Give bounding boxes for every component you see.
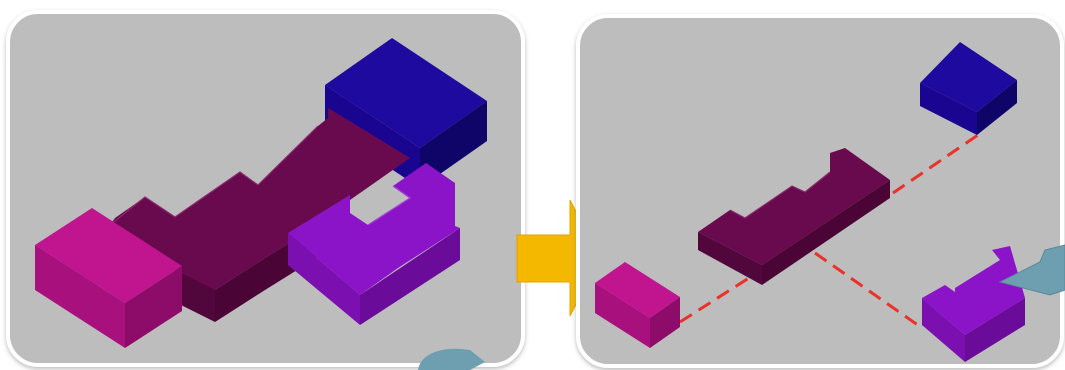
pointer-arrow-icon bbox=[998, 244, 1065, 296]
violet-notched-block bbox=[922, 246, 1025, 362]
assembled-panel bbox=[6, 10, 525, 370]
dashed-connector-lines bbox=[679, 133, 979, 330]
large-magenta-block bbox=[35, 208, 182, 348]
pointer-arc-icon bbox=[418, 348, 485, 370]
small-navy-block bbox=[920, 42, 1017, 135]
maroon-stepped-slab bbox=[698, 148, 890, 285]
violet-l-block bbox=[288, 163, 460, 325]
small-magenta-block bbox=[595, 262, 680, 348]
dashed-line-magenta bbox=[679, 274, 753, 324]
dashed-line-navy bbox=[892, 133, 979, 195]
exploded-panel bbox=[576, 14, 1065, 368]
